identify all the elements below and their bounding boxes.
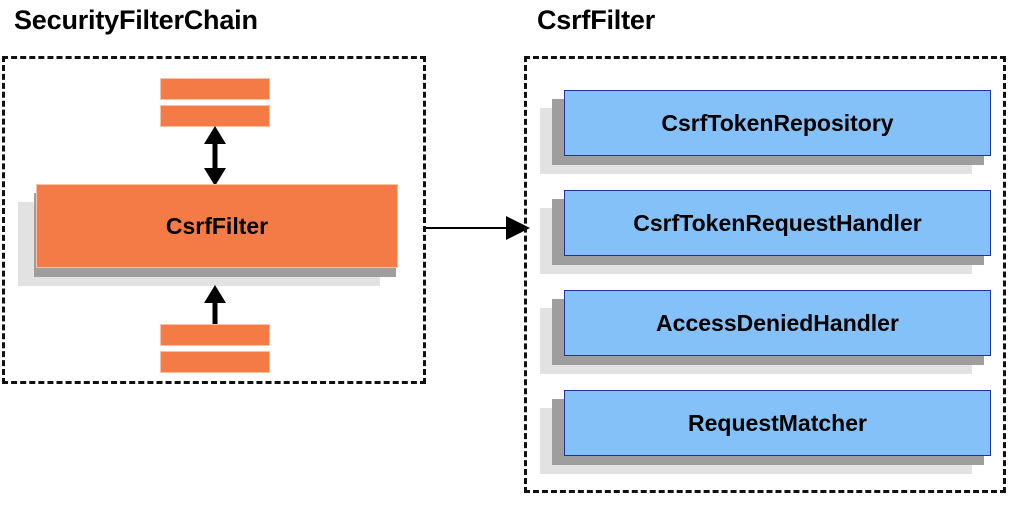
node-access-denied-handler[interactable]: AccessDeniedHandler	[540, 290, 991, 374]
node-filter-above-top-face	[160, 78, 270, 100]
node-csrf-token-repository-face: CsrfTokenRepository	[564, 90, 991, 156]
connector-csrffilter-to-upper-filters	[204, 126, 226, 186]
node-filter-above-top[interactable]	[160, 78, 270, 100]
node-filter-below-bottom[interactable]	[160, 351, 270, 373]
node-csrf-filter[interactable]: CsrfFilter	[18, 184, 398, 286]
node-csrf-token-repository[interactable]: CsrfTokenRepository	[540, 90, 991, 174]
node-filter-above-bottom[interactable]	[160, 105, 270, 127]
panel-title-security-filter-chain: SecurityFilterChain	[14, 5, 258, 35]
node-access-denied-handler-face: AccessDeniedHandler	[564, 290, 991, 356]
node-request-matcher-face: RequestMatcher	[564, 390, 991, 456]
panel-title-csrf-filter: CsrfFilter	[537, 5, 656, 35]
node-csrf-token-request-handler[interactable]: CsrfTokenRequestHandler	[540, 190, 991, 274]
node-filter-below-top[interactable]	[160, 324, 270, 346]
node-filter-above-bottom-face	[160, 105, 270, 127]
node-filter-below-top-face	[160, 324, 270, 346]
connector-securityfilterchain-to-csrffilter	[426, 216, 530, 240]
node-filter-below-bottom-face	[160, 351, 270, 373]
node-request-matcher[interactable]: RequestMatcher	[540, 390, 991, 474]
node-csrf-token-request-handler-face: CsrfTokenRequestHandler	[564, 190, 991, 256]
node-csrf-filter-face: CsrfFilter	[36, 184, 398, 268]
group-box-csrf-filter	[524, 56, 1006, 493]
group-box-security-filter-chain	[2, 56, 426, 384]
